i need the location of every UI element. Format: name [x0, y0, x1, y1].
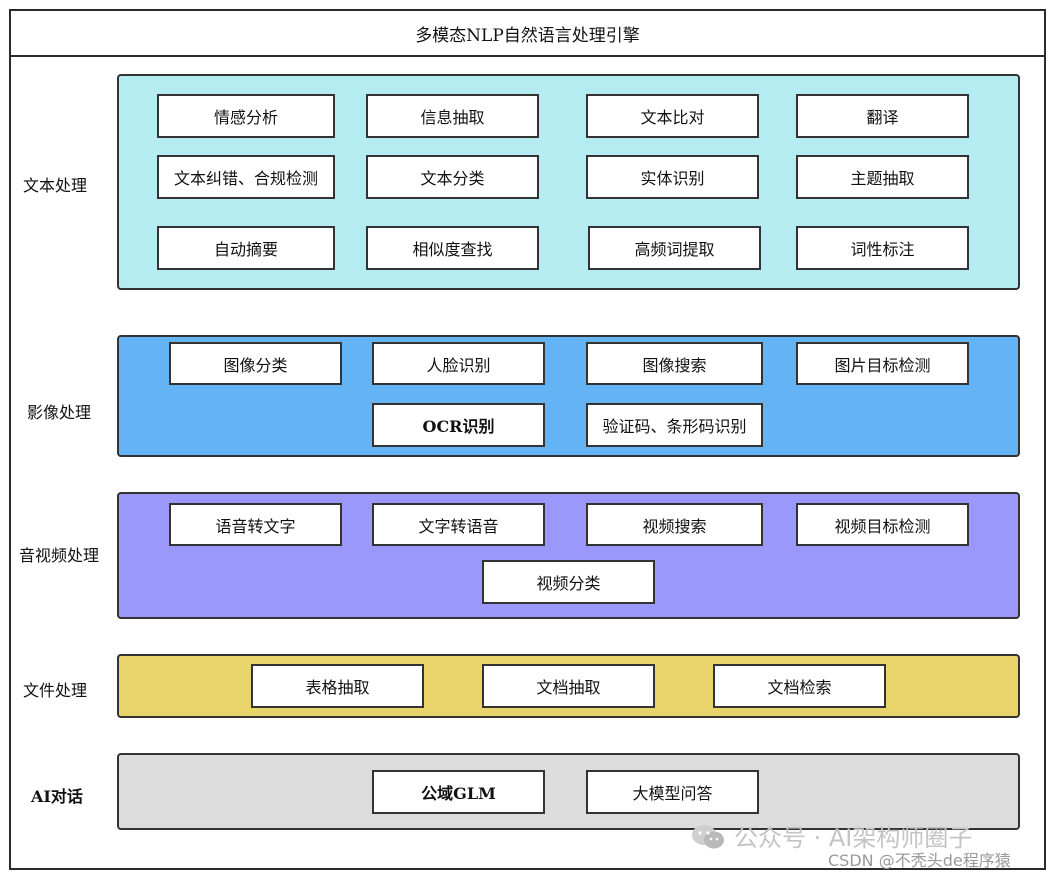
- node-image-object-detection: 图片目标检测: [796, 342, 969, 385]
- panel-ai-dialog: [117, 753, 1020, 830]
- node-text-to-speech: 文字转语音: [372, 503, 545, 546]
- node-sentiment-analysis: 情感分析: [157, 94, 335, 138]
- node-face-recognition: 人脸识别: [372, 342, 545, 385]
- watermark-secondary-text: CSDN @不秃头de程序猿: [828, 851, 1011, 870]
- node-text-comparison: 文本比对: [586, 94, 759, 138]
- node-video-object-detection: 视频目标检测: [796, 503, 969, 546]
- node-ocr: OCR识别: [372, 403, 545, 447]
- wechat-icon: [692, 825, 724, 849]
- node-auto-summary: 自动摘要: [157, 226, 335, 270]
- node-information-extraction: 信息抽取: [366, 94, 539, 138]
- node-text-classification: 文本分类: [366, 155, 539, 199]
- row-label-av: 音视频处理: [19, 546, 100, 565]
- node-public-glm: 公域GLM: [372, 770, 545, 814]
- node-frequent-word-extraction: 高频词提取: [588, 226, 761, 270]
- node-topic-extraction: 主题抽取: [796, 155, 969, 199]
- row-label-ai: AI对话: [31, 787, 83, 806]
- watermark-primary-text: 公众号 · AI架构师圈子: [734, 824, 973, 852]
- row-label-text: 文本处理: [23, 176, 88, 195]
- row-label-image: 影像处理: [27, 403, 92, 422]
- node-pos-tagging: 词性标注: [796, 226, 969, 270]
- node-video-search: 视频搜索: [586, 503, 763, 546]
- node-image-classification: 图像分类: [169, 342, 342, 385]
- node-translation: 翻译: [796, 94, 969, 138]
- node-document-extraction: 文档抽取: [482, 664, 655, 708]
- watermark: 公众号 · AI架构师圈子 CSDN @不秃头de程序猿: [690, 815, 1040, 875]
- node-error-correction: 文本纠错、合规检测: [157, 155, 335, 199]
- node-captcha-barcode: 验证码、条形码识别: [586, 403, 763, 447]
- row-label-doc: 文件处理: [23, 681, 88, 700]
- node-document-retrieval: 文档检索: [713, 664, 886, 708]
- diagram-title: 多模态NLP自然语言处理引擎: [11, 11, 1044, 57]
- node-image-search: 图像搜索: [586, 342, 763, 385]
- node-table-extraction: 表格抽取: [251, 664, 424, 708]
- node-entity-recognition: 实体识别: [586, 155, 759, 199]
- node-similarity-search: 相似度查找: [366, 226, 539, 270]
- node-speech-to-text: 语音转文字: [169, 503, 342, 546]
- node-video-classification: 视频分类: [482, 560, 655, 604]
- node-llm-qa: 大模型问答: [586, 770, 759, 814]
